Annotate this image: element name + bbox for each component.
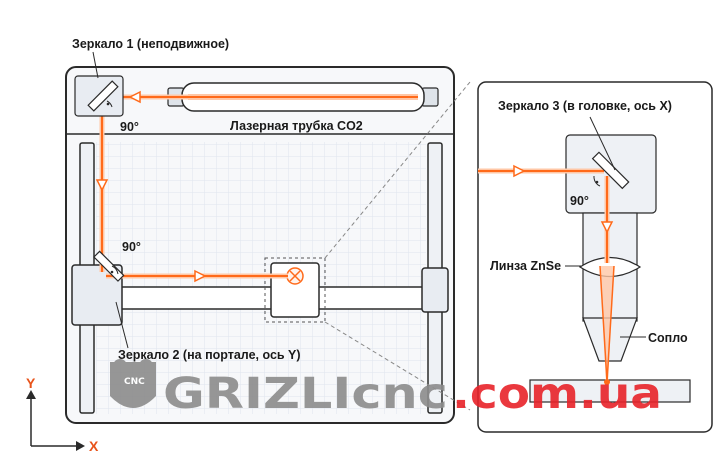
gantry-right-carriage bbox=[421, 267, 449, 313]
mirror-1 bbox=[74, 75, 124, 117]
axis-indicator: Y X bbox=[26, 375, 99, 454]
axis-y-label: Y bbox=[26, 375, 36, 391]
laser-head-highlight bbox=[264, 257, 326, 323]
label-tube: Лазерная трубка CO2 bbox=[230, 119, 363, 133]
gantry-left-carriage bbox=[71, 264, 123, 326]
leader-mirror-1 bbox=[92, 51, 99, 79]
watermark: CNC GRIZLIcnc .com.ua bbox=[110, 359, 662, 419]
workpiece bbox=[529, 379, 691, 403]
watermark-badge: CNC bbox=[124, 377, 145, 387]
beam-arrow-4 bbox=[513, 164, 526, 178]
focused-cone bbox=[600, 266, 614, 382]
beam-arrow-3 bbox=[194, 269, 207, 283]
label-lens: Линза ZnSe bbox=[490, 259, 561, 273]
zoom-line-top bbox=[324, 81, 471, 259]
leader-mirror-2 bbox=[115, 301, 129, 349]
axis-x-label: X bbox=[89, 438, 99, 454]
watermark-domain: .com.ua bbox=[452, 369, 662, 419]
zoom-line-bottom bbox=[324, 321, 471, 411]
detail-panel bbox=[477, 81, 713, 433]
beam-arrow-1 bbox=[128, 90, 141, 104]
focus-point bbox=[604, 379, 610, 385]
label-mirror-3: Зеркало 3 (в головке, ось X) bbox=[498, 99, 672, 113]
label-angle-2: 90° bbox=[122, 240, 141, 254]
beam-arrow-5 bbox=[600, 221, 614, 234]
label-nozzle: Сопло bbox=[648, 331, 688, 345]
mirror-2 bbox=[93, 250, 125, 282]
gantry-beam bbox=[109, 286, 429, 310]
beam-down-icon bbox=[286, 267, 304, 285]
grizli-logo-icon: CNC bbox=[110, 359, 156, 408]
label-angle-3: 90° bbox=[570, 194, 589, 208]
label-angle-1: 90° bbox=[120, 120, 139, 134]
label-mirror-2: Зеркало 2 (на портале, ось Y) bbox=[118, 348, 301, 362]
beam-arrow-2 bbox=[95, 179, 109, 192]
label-mirror-1: Зеркало 1 (неподвижное) bbox=[72, 37, 229, 51]
laser-tube bbox=[167, 82, 439, 112]
watermark-brand: GRIZLIcnc bbox=[163, 369, 448, 419]
